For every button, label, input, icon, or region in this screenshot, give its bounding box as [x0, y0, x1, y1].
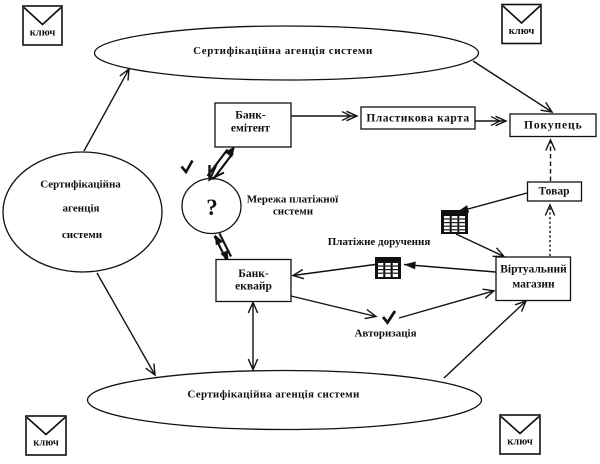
- svg-text:ключ: ключ: [30, 28, 56, 39]
- svg-text:агенція: агенція: [63, 203, 100, 215]
- svg-text:Сертифікаційна: Сертифікаційна: [40, 179, 121, 191]
- svg-text:ключ: ключ: [507, 437, 533, 448]
- svg-text:емітент: емітент: [231, 123, 271, 135]
- svg-text:ключ: ключ: [509, 26, 535, 37]
- svg-text:Мережа платіжної: Мережа платіжної: [247, 194, 339, 206]
- svg-text:Віртуальний: Віртуальний: [500, 264, 567, 276]
- svg-text:Пластикова карта: Пластикова карта: [366, 113, 469, 125]
- svg-text:магазин: магазин: [512, 279, 555, 291]
- svg-text:Покупець: Покупець: [524, 120, 583, 132]
- svg-text:Товар: Товар: [539, 186, 570, 198]
- svg-text:системи: системи: [62, 229, 103, 241]
- svg-text:ключ: ключ: [33, 438, 59, 449]
- svg-text:еквайр: еквайр: [235, 281, 272, 293]
- svg-text:Банк-: Банк-: [238, 268, 269, 280]
- svg-text:Сертифікаційна агенція системи: Сертифікаційна агенція системи: [193, 45, 373, 57]
- svg-text:Авторизація: Авторизація: [354, 328, 416, 340]
- svg-text:Сертифікаційна агенція системи: Сертифікаційна агенція системи: [187, 389, 360, 401]
- svg-text:системи: системи: [273, 206, 314, 218]
- svg-text:Платіжне доручення: Платіжне доручення: [328, 236, 431, 248]
- svg-text:?: ?: [206, 195, 218, 220]
- svg-text:Банк-: Банк-: [235, 110, 266, 122]
